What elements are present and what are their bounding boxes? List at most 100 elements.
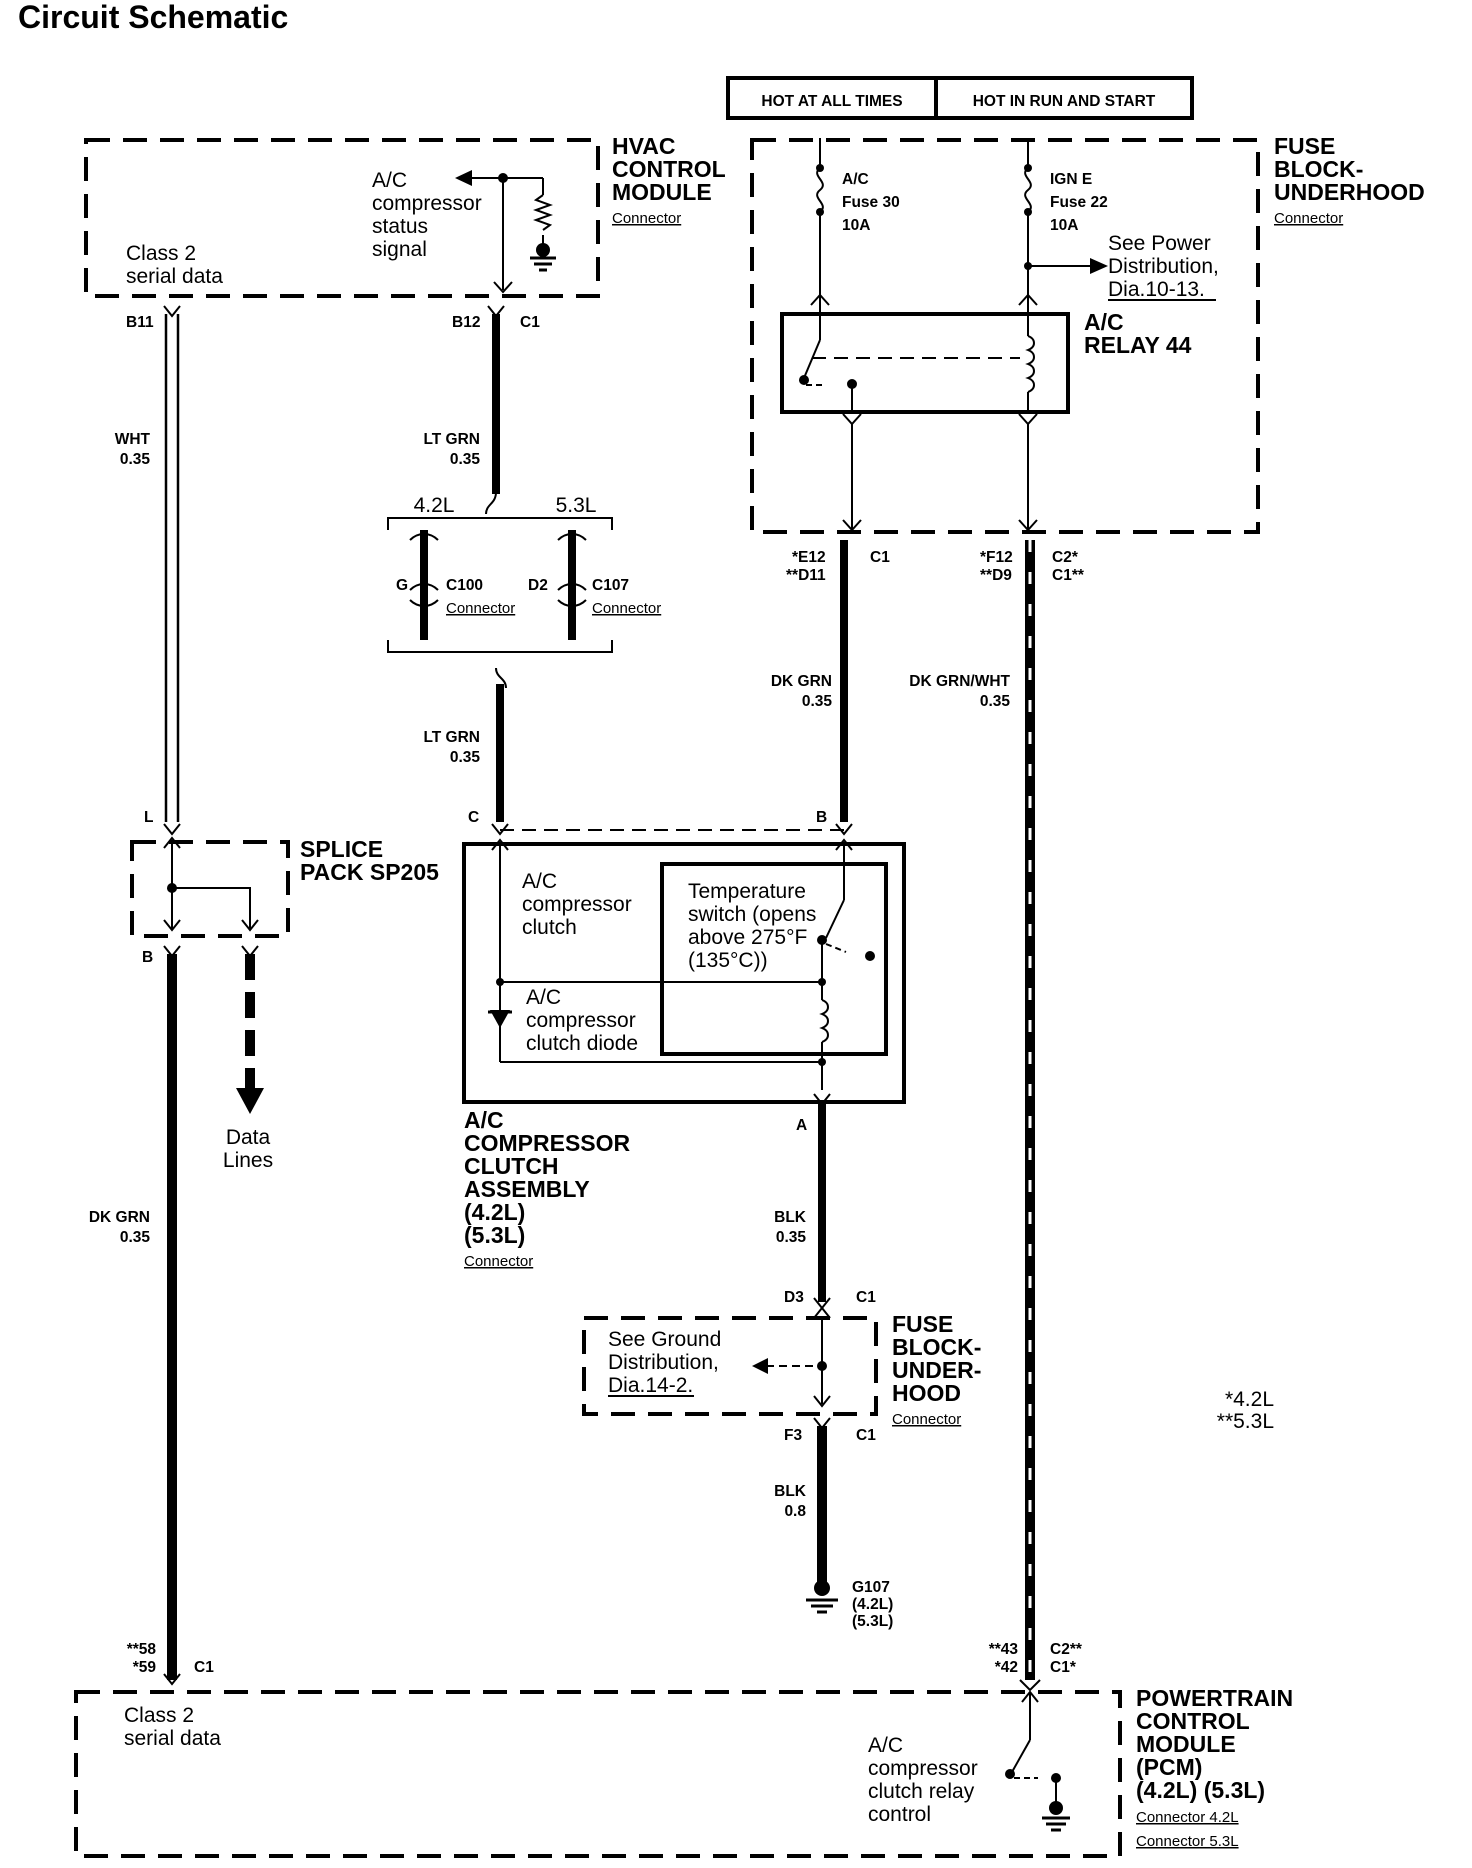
svg-text:WHT: WHT bbox=[115, 431, 151, 448]
svg-text:0.35: 0.35 bbox=[450, 451, 481, 468]
svg-text:(5.3L): (5.3L) bbox=[852, 1613, 893, 1630]
pin-c1-pcm: C1 bbox=[194, 1659, 214, 1676]
pin-l: L bbox=[144, 809, 153, 826]
svg-text:compressor: compressor bbox=[522, 893, 632, 916]
pcm-connector-4-2l: Connector 4.2L bbox=[1136, 1809, 1239, 1826]
hvac-control-module: HVAC CONTROL MODULE Connector A/C compre… bbox=[84, 133, 726, 298]
svg-text:A/C: A/C bbox=[868, 1734, 903, 1757]
pin-42: *42 bbox=[995, 1659, 1018, 1676]
svg-text:0.35: 0.35 bbox=[980, 693, 1011, 710]
svg-text:Class 2: Class 2 bbox=[126, 242, 196, 265]
hvac-connector-label: Connector bbox=[612, 210, 681, 227]
pcm-class2-label: Class 2 serial data bbox=[124, 1704, 221, 1750]
svg-text:HVAC: HVAC bbox=[612, 133, 675, 159]
wire-label-dk-grn-wht: DK GRN/WHT 0.35 bbox=[909, 673, 1010, 710]
pin-f3: F3 bbox=[784, 1427, 802, 1444]
wire-label-blk-035: BLK 0.35 bbox=[774, 1209, 807, 1246]
pin-g: G bbox=[396, 577, 408, 594]
svg-text:**5.3L: **5.3L bbox=[1217, 1410, 1274, 1433]
pin-c1-gnd-top: C1 bbox=[856, 1289, 876, 1306]
wire-label-wht: WHT 0.35 bbox=[115, 431, 151, 468]
pin-59: *59 bbox=[133, 1659, 157, 1676]
ground-fuse-block-title: FUSE BLOCK- UNDER- HOOD bbox=[892, 1311, 981, 1406]
svg-text:Fuse 22: Fuse 22 bbox=[1050, 194, 1108, 211]
fuse-block-underhood-ground: See Ground Distribution, Dia.14-2. FUSE … bbox=[582, 1306, 981, 1428]
svg-text:SPLICE: SPLICE bbox=[300, 836, 383, 862]
svg-text:BLK: BLK bbox=[774, 1209, 807, 1226]
c100-connector: G C100 Connector bbox=[396, 530, 515, 640]
svg-text:A/C: A/C bbox=[526, 986, 561, 1009]
svg-text:Dia.14-2.: Dia.14-2. bbox=[608, 1374, 693, 1397]
svg-text:Temperature: Temperature bbox=[688, 880, 806, 903]
pin-c2: C2* bbox=[1052, 549, 1079, 566]
svg-text:0.8: 0.8 bbox=[784, 1503, 806, 1520]
svg-text:*4.2L: *4.2L bbox=[1225, 1388, 1274, 1411]
svg-text:DK GRN: DK GRN bbox=[771, 673, 832, 690]
svg-text:(4.2L): (4.2L) bbox=[464, 1199, 525, 1225]
svg-text:LT GRN: LT GRN bbox=[423, 729, 480, 746]
svg-text:MODULE: MODULE bbox=[612, 179, 712, 205]
svg-text:clutch: clutch bbox=[522, 916, 577, 939]
ac-relay-44: A/C RELAY 44 bbox=[780, 293, 1192, 414]
svg-text:0.35: 0.35 bbox=[802, 693, 833, 710]
svg-text:A/C: A/C bbox=[522, 870, 557, 893]
svg-text:0.35: 0.35 bbox=[120, 1229, 151, 1246]
powertrain-control-module: Class 2 serial data A/C compressor clutc… bbox=[74, 1679, 1293, 1858]
svg-text:A/C: A/C bbox=[464, 1107, 504, 1133]
pin-d9: **D9 bbox=[980, 567, 1012, 584]
clutch-label: A/C compressor clutch bbox=[522, 870, 632, 939]
relay-control-label: A/C compressor clutch relay control bbox=[868, 1734, 978, 1826]
svg-text:See Power: See Power bbox=[1108, 232, 1211, 255]
svg-text:(135°C)): (135°C)) bbox=[688, 949, 768, 972]
svg-text:(5.3L): (5.3L) bbox=[464, 1222, 525, 1248]
svg-text:Distribution,: Distribution, bbox=[1108, 255, 1219, 278]
pin-c-clutch: C bbox=[468, 809, 479, 826]
svg-text:Class 2: Class 2 bbox=[124, 1704, 194, 1727]
pin-f12: *F12 bbox=[980, 549, 1013, 566]
svg-text:FUSE: FUSE bbox=[892, 1311, 953, 1337]
pin-43: **43 bbox=[989, 1641, 1019, 1658]
pin-c1-pcm2: C1* bbox=[1050, 1659, 1077, 1676]
status-signal-label: A/C compressor status signal bbox=[372, 169, 482, 261]
pcm-title: POWERTRAIN CONTROL MODULE (PCM) (4.2L) (… bbox=[1136, 1685, 1293, 1803]
svg-text:0.35: 0.35 bbox=[776, 1229, 807, 1246]
pin-d11: **D11 bbox=[786, 567, 826, 584]
svg-text:clutch relay: clutch relay bbox=[868, 1780, 975, 1803]
pin-c1-fuse2: C1** bbox=[1052, 567, 1085, 584]
svg-text:BLOCK-: BLOCK- bbox=[1274, 156, 1363, 182]
svg-text:RELAY 44: RELAY 44 bbox=[1084, 332, 1192, 358]
pin-d2: D2 bbox=[528, 577, 548, 594]
pin-b-splice: B bbox=[142, 949, 153, 966]
page-title: Circuit Schematic bbox=[18, 0, 288, 35]
svg-text:UNDERHOOD: UNDERHOOD bbox=[1274, 179, 1425, 205]
svg-text:compressor: compressor bbox=[526, 1009, 636, 1032]
svg-text:POWERTRAIN: POWERTRAIN bbox=[1136, 1685, 1293, 1711]
svg-text:A/C: A/C bbox=[842, 171, 869, 188]
svg-text:FUSE: FUSE bbox=[1274, 133, 1335, 159]
pin-d3: D3 bbox=[784, 1289, 804, 1306]
svg-text:Connector: Connector bbox=[446, 600, 515, 617]
fuse-block-underhood-top: FUSE BLOCK- UNDERHOOD Connector A/C Fuse… bbox=[750, 133, 1425, 534]
pin-b12: B12 bbox=[452, 314, 480, 331]
svg-text:IGN E: IGN E bbox=[1050, 171, 1092, 188]
lt-grn-wire-upper bbox=[485, 305, 505, 515]
svg-text:A/C: A/C bbox=[1084, 309, 1124, 335]
see-ground-distribution-label: See Ground Distribution, Dia.14-2. bbox=[608, 1328, 721, 1397]
pin-c1-gnd-bot: C1 bbox=[856, 1427, 876, 1444]
g107-ground: G107 (4.2L) (5.3L) bbox=[806, 1579, 893, 1630]
svg-text:COMPRESSOR: COMPRESSOR bbox=[464, 1130, 631, 1156]
pcm-connector-5-3l: Connector 5.3L bbox=[1136, 1833, 1239, 1850]
pin-c2-pcm: C2** bbox=[1050, 1641, 1083, 1658]
power-source-header: HOT AT ALL TIMES HOT IN RUN AND START bbox=[726, 76, 1194, 120]
svg-text:0.35: 0.35 bbox=[120, 451, 151, 468]
svg-text:DK GRN/WHT: DK GRN/WHT bbox=[909, 673, 1010, 690]
clutch-diode-label: A/C compressor clutch diode bbox=[526, 986, 638, 1055]
svg-text:Lines: Lines bbox=[223, 1149, 273, 1172]
svg-text:ASSEMBLY: ASSEMBLY bbox=[464, 1176, 590, 1202]
ac-compressor-clutch-assembly: A/C compressor clutch Temperature switch… bbox=[462, 829, 906, 1270]
svg-text:(4.2L): (4.2L) bbox=[852, 1596, 893, 1613]
svg-text:compressor: compressor bbox=[372, 192, 482, 215]
dk-grn-class2-wire bbox=[163, 945, 181, 1686]
svg-text:UNDER-: UNDER- bbox=[892, 1357, 981, 1383]
